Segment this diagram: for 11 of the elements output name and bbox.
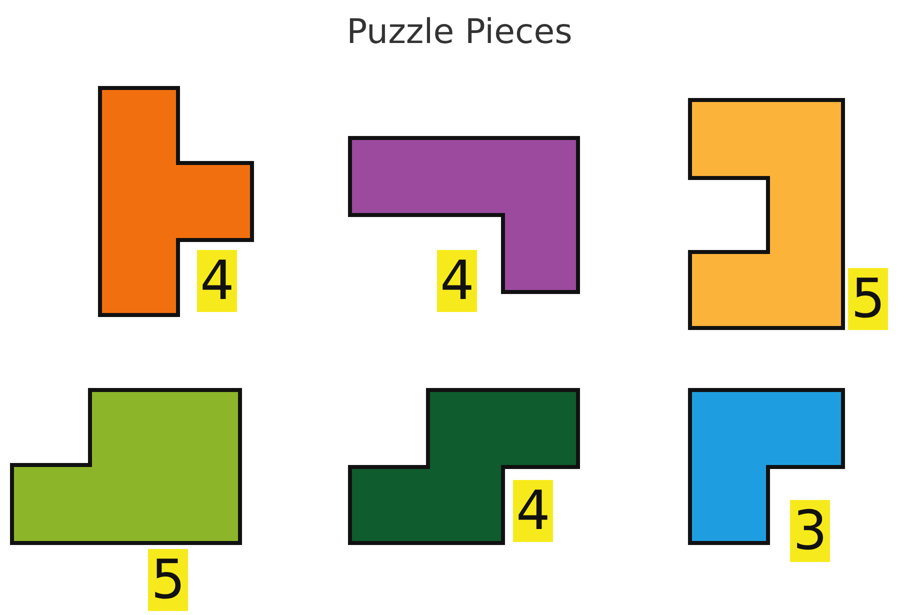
puzzle-piece	[348, 388, 580, 545]
number-label: 5	[148, 549, 188, 611]
number-label: 3	[790, 500, 830, 562]
number-label: 4	[513, 480, 554, 542]
number-label: 5	[848, 268, 888, 330]
number-label: 4	[437, 250, 478, 312]
number-label: 4	[197, 250, 238, 312]
puzzle-piece	[10, 388, 242, 545]
puzzle-piece	[688, 98, 845, 330]
puzzle-piece	[98, 86, 254, 317]
title: Puzzle Pieces	[346, 12, 572, 52]
